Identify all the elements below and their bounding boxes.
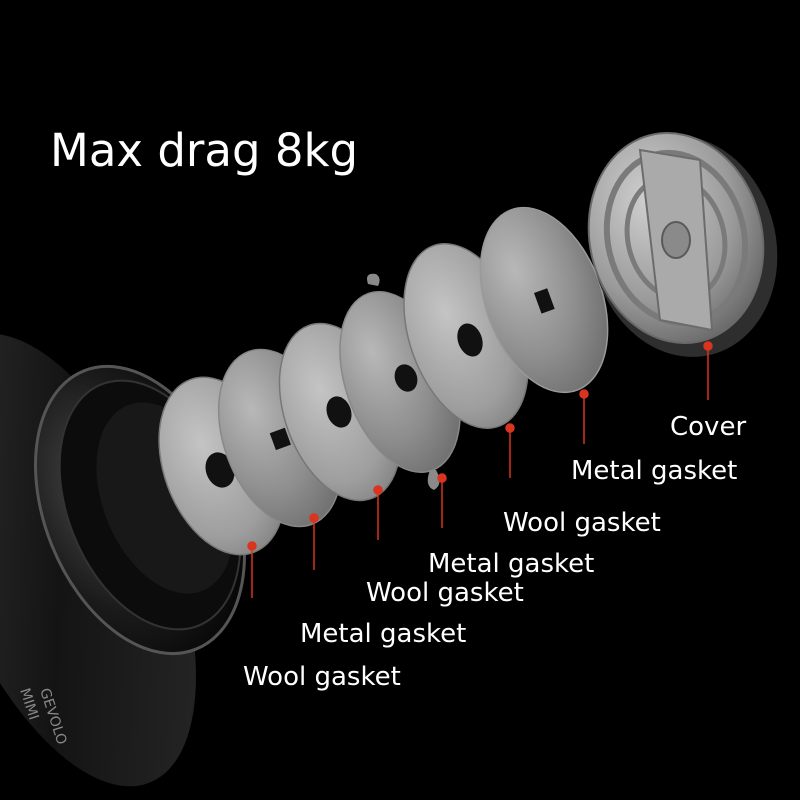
max-drag-headline: Max drag 8kg bbox=[50, 128, 358, 173]
label-wool-gasket-3: Wool gasket bbox=[243, 664, 401, 690]
label-metal-gasket-1: Metal gasket bbox=[571, 458, 737, 484]
label-wool-gasket-1: Wool gasket bbox=[503, 510, 661, 536]
label-cover: Cover bbox=[670, 414, 746, 440]
label-metal-gasket-3: Metal gasket bbox=[300, 621, 466, 647]
label-metal-gasket-2: Metal gasket bbox=[428, 551, 594, 577]
label-wool-gasket-2: Wool gasket bbox=[366, 580, 524, 606]
